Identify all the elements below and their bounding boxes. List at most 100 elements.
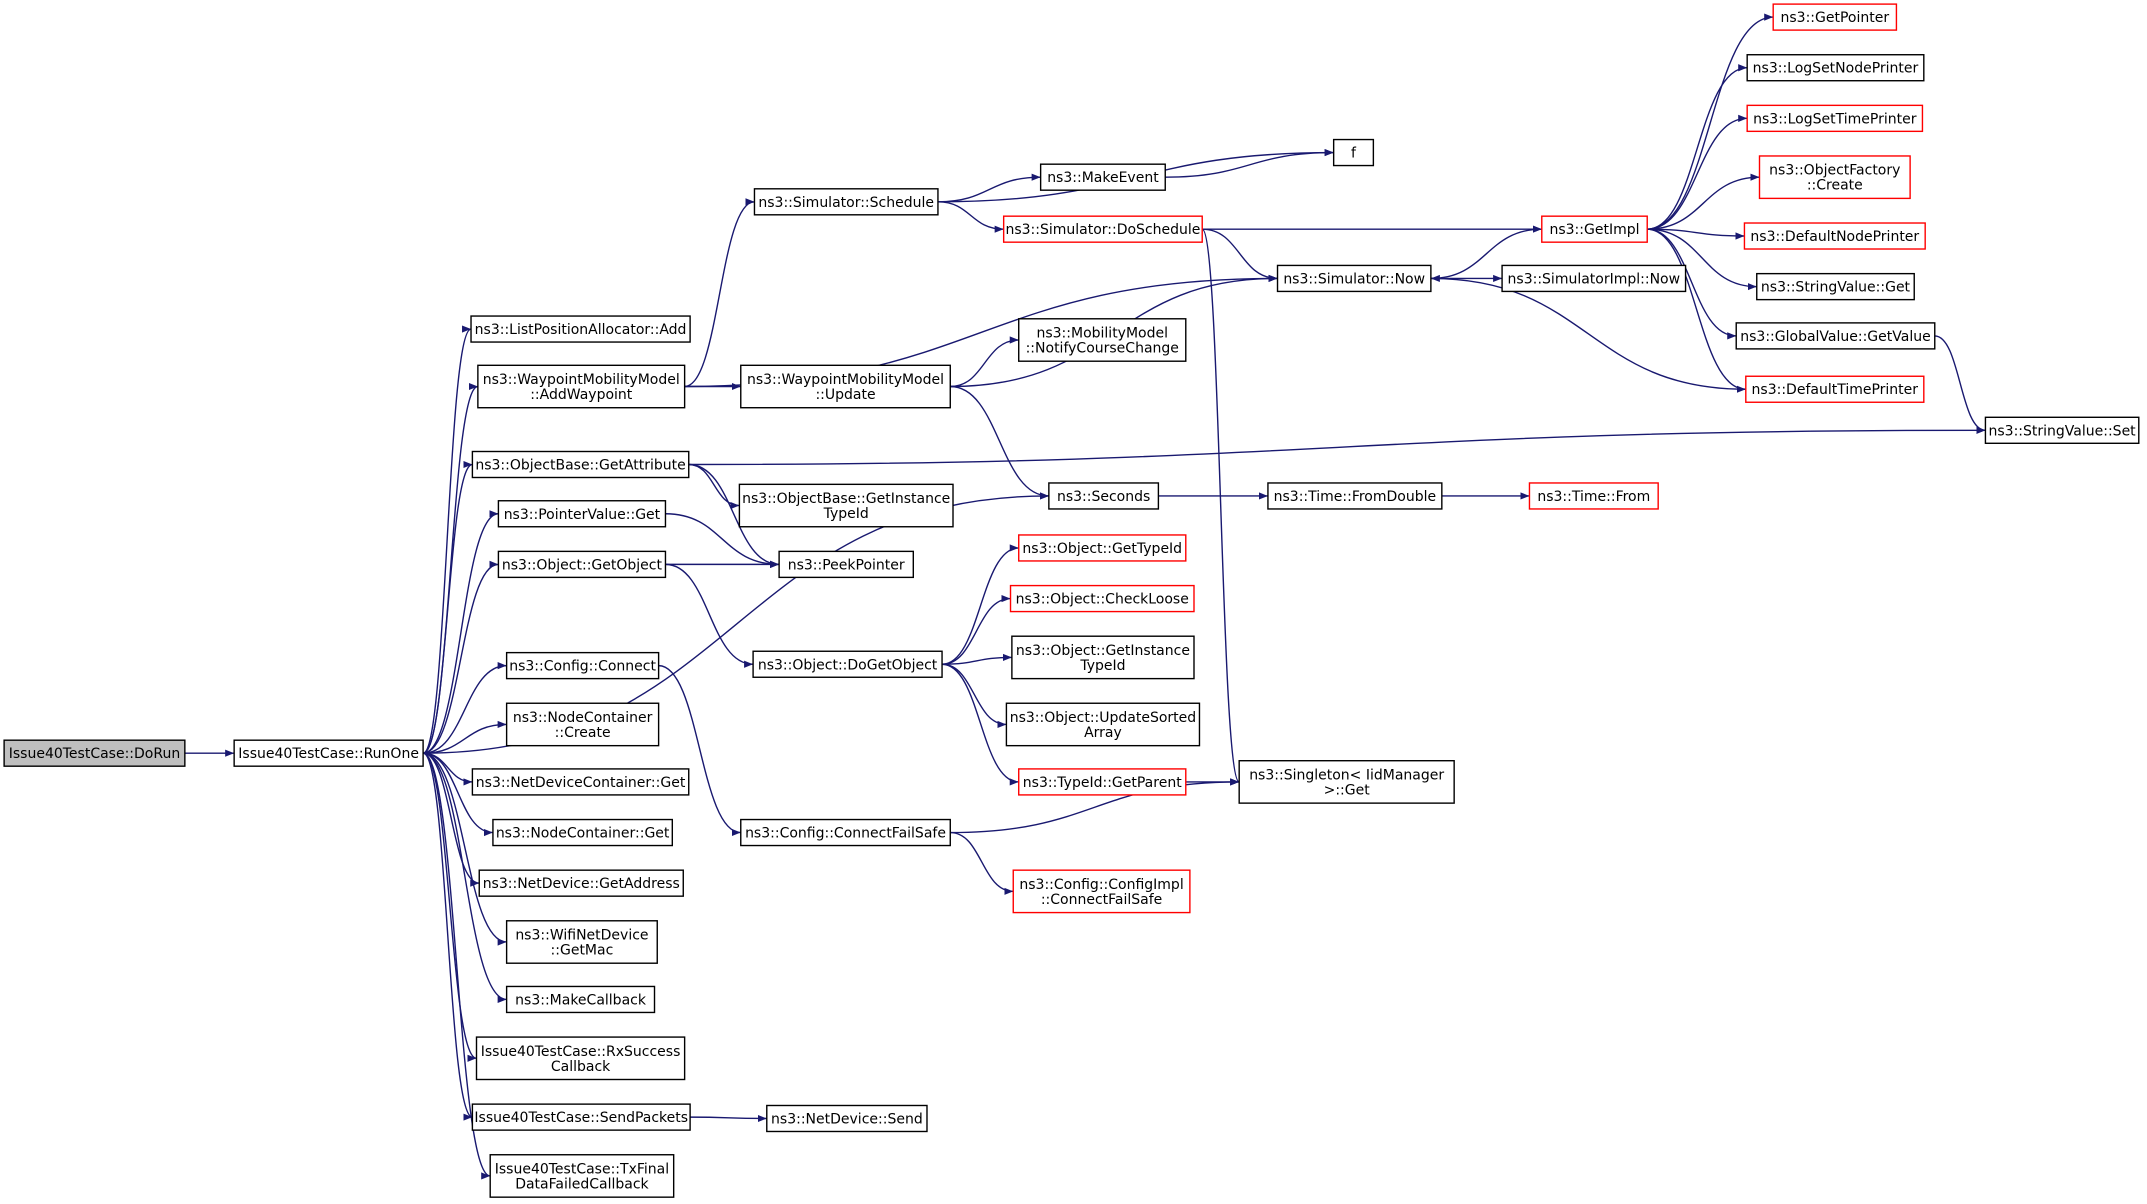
graph-node[interactable]: ns3::Config::ConnectFailSafe — [740, 818, 951, 847]
node-box — [505, 651, 660, 680]
node-label: Array — [1084, 725, 1122, 741]
graph-node[interactable]: Issue40TestCase::SendPackets — [471, 1103, 691, 1131]
node-label: Issue40TestCase::TxFinal — [495, 1161, 669, 1177]
graph-node[interactable]: ns3::Object::CheckLoose — [1009, 584, 1195, 613]
graph-node[interactable]: ns3::SimulatorImpl::Now — [1501, 264, 1687, 293]
graph-node[interactable]: ns3::MobilityModel::NotifyCourseChange — [1018, 318, 1187, 362]
node-label: ns3::DefaultNodePrinter — [1750, 229, 1919, 245]
graph-node[interactable]: ns3::WifiNetDevice::GetMac — [505, 920, 658, 964]
graph-node[interactable]: ns3::GetPointer — [1772, 3, 1898, 31]
graph-node[interactable]: ns3::Time::FromDouble — [1267, 482, 1443, 510]
graph-node[interactable]: ns3::Time::From — [1528, 482, 1659, 510]
node-box — [738, 483, 954, 528]
call-edge — [423, 752, 507, 946]
graph-node[interactable]: ns3::TypeId::GetParent — [1018, 768, 1187, 796]
node-box — [478, 869, 684, 897]
node-label: TypeId — [1079, 658, 1125, 674]
node-label: ns3::PeekPointer — [788, 557, 905, 573]
graph-node[interactable]: ns3::MakeCallback — [505, 985, 656, 1014]
call-edge — [665, 563, 754, 668]
graph-node[interactable]: ns3::Object::GetTypeId — [1018, 534, 1187, 562]
graph-node[interactable]: ns3::Simulator::Now — [1276, 264, 1432, 293]
graph-node[interactable]: ns3::NetDeviceContainer::Get — [471, 768, 690, 796]
node-box — [497, 550, 667, 579]
node-label: ns3::Simulator::Schedule — [758, 195, 934, 211]
node-box — [1746, 54, 1925, 82]
call-edge — [942, 663, 1007, 729]
graph-node[interactable]: ns3::Config::ConfigImpl::ConnectFailSafe — [1012, 869, 1191, 914]
graph-node[interactable]: ns3::ObjectBase::GetAttribute — [471, 450, 690, 479]
node-label: ns3::MakeEvent — [1047, 170, 1159, 186]
call-edge — [423, 752, 493, 837]
graph-node[interactable]: ns3::GlobalValue::GetValue — [1735, 322, 1936, 350]
call-edge — [658, 664, 741, 837]
graph-node[interactable]: ns3::DefaultTimePrinter — [1745, 375, 1925, 403]
graph-node[interactable]: ns3::StringValue::Set — [1984, 416, 2140, 444]
graph-node[interactable]: ns3::WaypointMobilityModel::Update — [740, 364, 951, 409]
node-label: ::GetMac — [551, 942, 614, 958]
node-label: >::Get — [1324, 782, 1371, 798]
graph-node[interactable]: ns3::Object::DoGetObject — [752, 650, 943, 678]
node-box — [1011, 635, 1195, 680]
call-edge — [942, 594, 1011, 665]
graph-node[interactable]: ns3::NodeContainer::Get — [492, 818, 674, 847]
node-box — [492, 818, 674, 847]
graph-node[interactable]: ns3::LogSetTimePrinter — [1746, 104, 1924, 133]
graph-node[interactable]: ns3::StringValue::Get — [1756, 272, 1915, 301]
node-box — [1743, 222, 1926, 250]
call-edge — [950, 336, 1019, 388]
call-edge — [1165, 148, 1334, 178]
graph-node[interactable]: ns3::DefaultNodePrinter — [1743, 222, 1926, 250]
node-label: Issue40TestCase::DoRun — [9, 746, 180, 762]
node-box — [1238, 760, 1455, 804]
graph-node[interactable]: ns3::Simulator::DoSchedule — [1002, 215, 1203, 243]
call-edge — [423, 720, 507, 754]
graph-node[interactable]: ns3::GetImpl — [1541, 215, 1648, 243]
graph-node[interactable]: ns3::NodeContainer::Create — [505, 702, 660, 747]
graph-node[interactable]: ns3::Simulator::Schedule — [753, 188, 939, 216]
node-box — [471, 450, 690, 479]
graph-node[interactable]: f — [1332, 138, 1375, 167]
node-box — [1009, 584, 1195, 613]
node-box — [475, 1036, 686, 1081]
node-box — [1002, 215, 1203, 243]
node-label: ns3::SimulatorImpl::Now — [1508, 271, 1681, 287]
node-label: ns3::ObjectBase::GetInstance — [742, 491, 950, 507]
call-edge — [688, 463, 740, 510]
call-edge — [422, 325, 472, 754]
graph-node[interactable]: ns3::ListPositionAllocator::Add — [470, 315, 691, 343]
graph-node[interactable]: ns3::MakeEvent — [1039, 163, 1166, 191]
node-label: ::ConnectFailSafe — [1041, 892, 1162, 908]
call-edge — [1934, 335, 1986, 434]
node-label: ::Create — [555, 725, 611, 741]
graph-node[interactable]: ns3::Seconds — [1048, 482, 1160, 510]
node-label: ns3::ListPositionAllocator::Add — [475, 322, 687, 338]
node-box — [766, 1104, 928, 1133]
graph-node[interactable]: ns3::Object::GetObject — [497, 550, 667, 579]
graph-node[interactable]: Issue40TestCase::DoRun — [3, 739, 186, 767]
graph-node[interactable]: Issue40TestCase::RunOne — [233, 739, 424, 767]
node-box — [1756, 272, 1915, 301]
graph-node[interactable]: ns3::LogSetNodePrinter — [1746, 54, 1925, 82]
graph-node[interactable]: ns3::WaypointMobilityModel::AddWaypoint — [477, 364, 686, 409]
graph-node[interactable]: ns3::NetDevice::GetAddress — [478, 869, 684, 897]
node-label: ns3::MakeCallback — [515, 992, 647, 1008]
node-box — [1039, 163, 1166, 191]
graph-node[interactable]: ns3::NetDevice::Send — [766, 1104, 928, 1133]
graph-node[interactable]: ns3::PointerValue::Get — [497, 500, 667, 528]
node-box — [505, 985, 656, 1014]
graph-node[interactable]: ns3::Config::Connect — [505, 651, 660, 680]
node-box — [1746, 104, 1924, 133]
graph-node[interactable]: ns3::PeekPointer — [778, 550, 914, 579]
graph-node[interactable]: ns3::Singleton< IidManager>::Get — [1238, 760, 1455, 804]
node-box — [1745, 375, 1925, 403]
node-label: ns3::StringValue::Set — [1989, 423, 2137, 439]
graph-node[interactable]: ns3::ObjectFactory::Create — [1758, 155, 1911, 200]
call-edge — [688, 426, 1986, 466]
graph-node[interactable]: Issue40TestCase::TxFinalDataFailedCallba… — [489, 1154, 675, 1198]
node-label: ns3::NetDevice::Send — [771, 1111, 923, 1127]
